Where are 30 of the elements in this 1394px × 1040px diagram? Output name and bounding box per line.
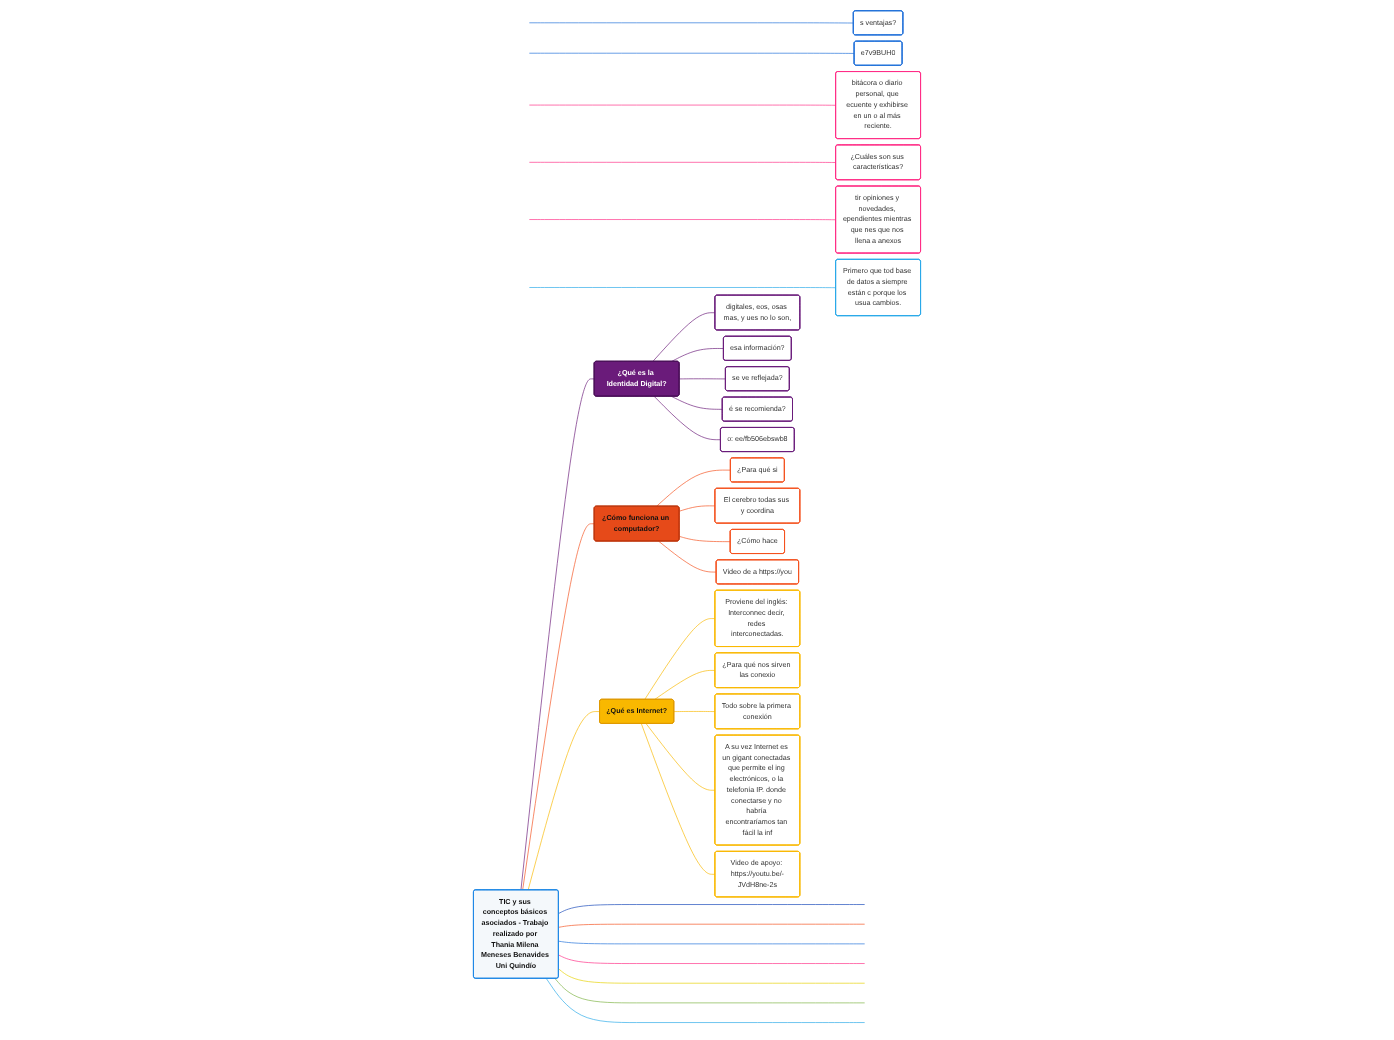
connector — [558, 968, 865, 984]
connector — [679, 378, 726, 380]
connector — [658, 540, 717, 573]
connector — [652, 312, 716, 362]
connector — [653, 396, 721, 441]
connector — [529, 52, 855, 54]
connector — [554, 978, 865, 1004]
connector — [529, 219, 837, 221]
connector — [558, 954, 865, 964]
connector — [529, 104, 837, 106]
connector — [558, 923, 865, 928]
connector — [644, 618, 716, 700]
connector — [654, 670, 716, 700]
connector — [641, 723, 716, 875]
connector — [671, 396, 723, 410]
connector — [656, 469, 731, 507]
connector — [529, 161, 837, 163]
connector — [529, 22, 854, 24]
connector — [522, 523, 595, 891]
connector — [558, 940, 865, 945]
connector — [529, 287, 837, 289]
connector — [679, 536, 731, 543]
connector — [527, 711, 601, 891]
connector — [546, 978, 865, 1023]
connector — [679, 505, 716, 512]
connector — [558, 904, 865, 914]
connector — [645, 723, 716, 791]
connector — [671, 348, 724, 362]
connector — [673, 711, 716, 712]
connector — [520, 378, 595, 891]
